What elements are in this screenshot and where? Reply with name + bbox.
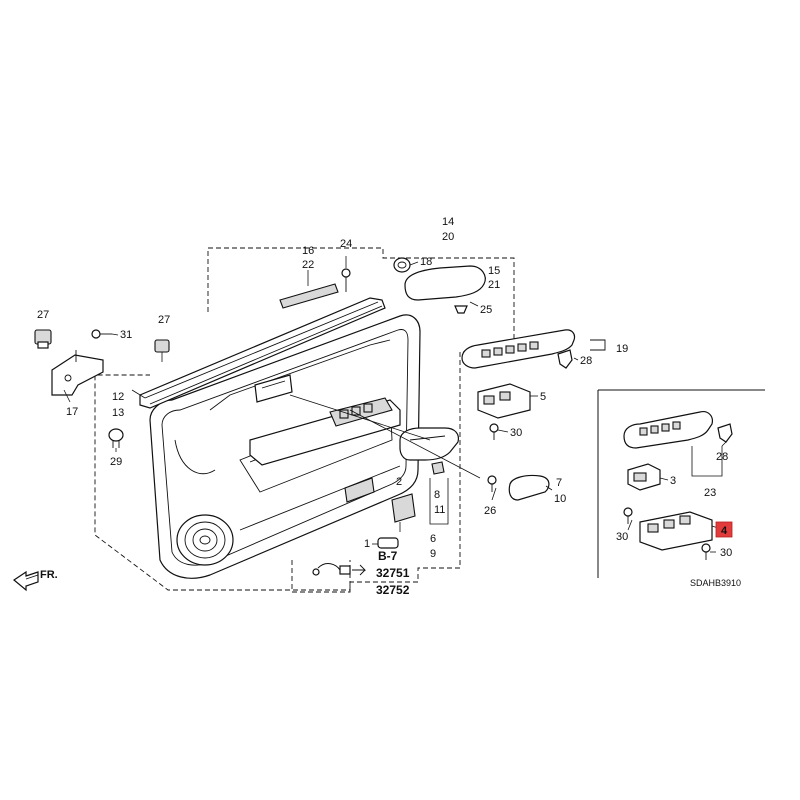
ref-32751: 32751 <box>376 566 410 580</box>
screw-31 <box>91 329 112 339</box>
screw-30b <box>623 507 633 524</box>
callout-10: 10 <box>554 493 566 505</box>
callout-15: 15 <box>488 265 500 277</box>
ref-b7: B-7 <box>378 549 398 563</box>
callout-25: 25 <box>480 304 492 316</box>
screw-26 <box>487 475 497 492</box>
light-1 <box>377 537 399 549</box>
inset-switch-3 <box>627 463 661 491</box>
inset-frame <box>597 389 765 578</box>
inset-switch-4 <box>639 511 713 551</box>
callout-19: 19 <box>616 343 628 355</box>
callout-4: 4 <box>721 525 728 537</box>
callout-8: 8 <box>434 489 440 501</box>
clip-25 <box>454 305 468 314</box>
callout-31: 31 <box>120 329 132 341</box>
diagram-code: SDAHB3910 <box>690 578 741 588</box>
clip-27-left <box>34 329 52 349</box>
callout-6: 6 <box>430 533 436 545</box>
switch-panel-19 <box>461 329 576 369</box>
callout-2: 2 <box>396 476 402 488</box>
callout-30c: 30 <box>720 547 732 559</box>
callout-17: 17 <box>66 406 78 418</box>
highlight-box-4 <box>715 521 733 538</box>
cover-7-10 <box>508 474 550 501</box>
callout-18: 18 <box>420 256 432 268</box>
callout-7: 7 <box>556 477 562 489</box>
cover-16-22 <box>279 283 339 309</box>
callout-23: 23 <box>704 487 716 499</box>
callout-20: 20 <box>442 231 454 243</box>
inner-handle-8-11 <box>399 427 460 475</box>
callout-29: 29 <box>110 456 122 468</box>
screw-24 <box>341 268 351 292</box>
window-switch-bracket <box>590 339 606 351</box>
callout-22: 22 <box>302 259 314 271</box>
callout-14: 14 <box>442 216 454 228</box>
callout-11: 11 <box>434 504 445 516</box>
callout-13: 13 <box>112 407 124 419</box>
callout-27a: 27 <box>37 309 49 321</box>
callout-16: 16 <box>302 245 314 257</box>
callout-30b: 30 <box>616 531 628 543</box>
door-assembly-outline <box>94 247 515 591</box>
wire-harness <box>291 560 367 593</box>
callout-27b: 27 <box>158 314 170 326</box>
callout-28b: 28 <box>716 451 728 463</box>
switch-5 <box>477 383 531 419</box>
front-label: FR. <box>40 569 58 581</box>
clip-28-lower <box>717 423 733 443</box>
clip-18 <box>393 257 411 273</box>
callout-21: 21 <box>488 279 500 291</box>
callout-3: 3 <box>670 475 676 487</box>
clip-29 <box>108 428 124 448</box>
inset-switch-panel-23 <box>623 411 713 449</box>
callout-5: 5 <box>540 391 546 403</box>
reference-codes: B-7 32751 32752 <box>376 549 410 597</box>
clip-27-mid <box>154 339 170 353</box>
callout-9: 9 <box>430 548 436 560</box>
screw-30a <box>489 423 499 440</box>
garnish-strip <box>139 297 386 409</box>
callout-24: 24 <box>340 238 352 250</box>
callout-numbers: 27 31 17 27 12 13 29 16 22 24 14 20 18 1… <box>37 216 733 560</box>
callout-28a: 28 <box>580 355 592 367</box>
ref-32752: 32752 <box>376 583 410 597</box>
clip-28-upper <box>557 349 573 369</box>
front-direction-arrow: FR. <box>12 569 58 592</box>
bracket-17 <box>51 350 104 396</box>
callout-1: 1 <box>364 538 370 550</box>
armrest-pad-15-21 <box>404 265 486 301</box>
callout-30a: 30 <box>510 427 522 439</box>
screw-30c <box>701 543 711 560</box>
reflector-2 <box>391 493 416 523</box>
callout-26: 26 <box>484 505 496 517</box>
callout-12: 12 <box>112 391 124 403</box>
